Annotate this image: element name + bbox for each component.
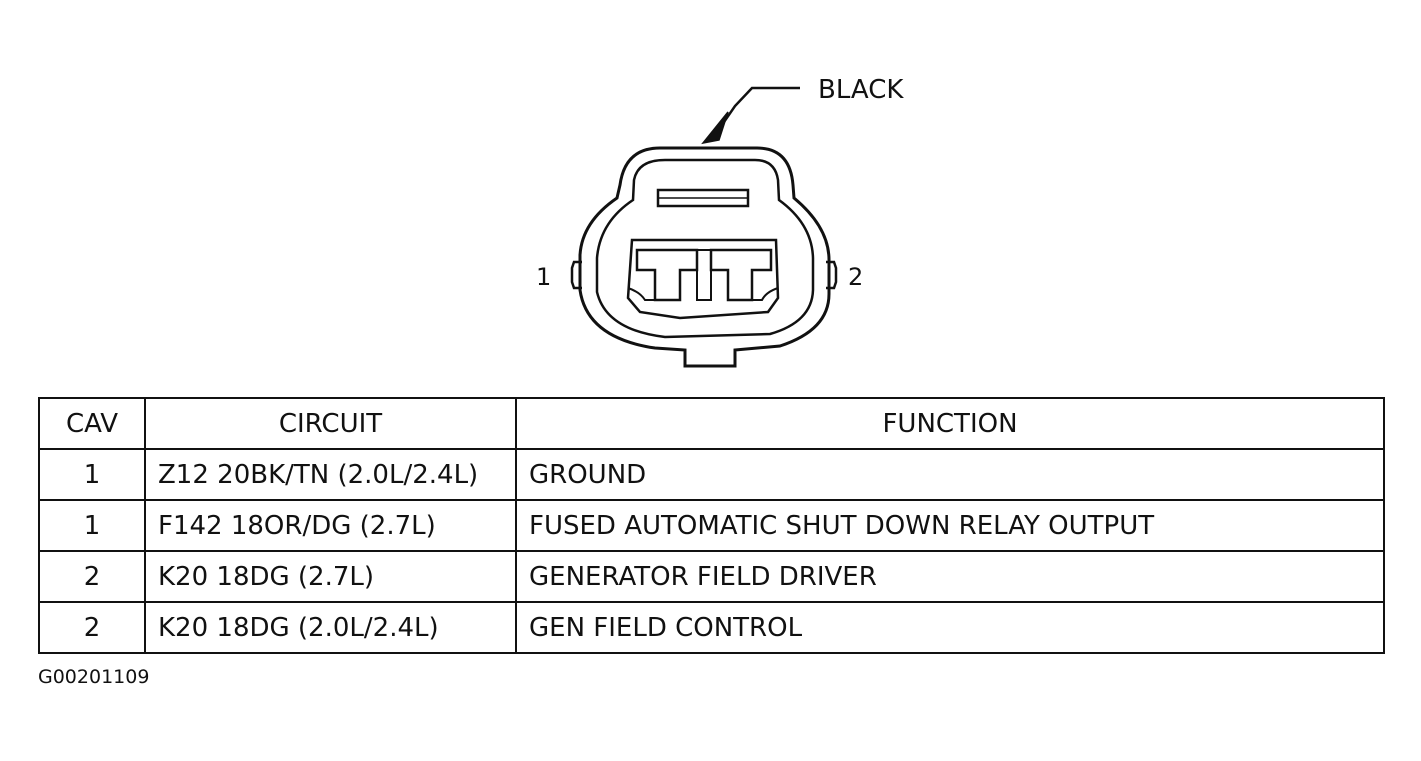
- cell-circuit: K20 18DG (2.7L): [144, 550, 517, 603]
- table-row: 1 Z12 20BK/TN (2.0L/2.4L) GROUND: [38, 448, 1385, 501]
- pin-table: CAV CIRCUIT FUNCTION 1 Z12 20BK/TN (2.0L…: [38, 397, 1385, 654]
- figure-id: G00201109: [38, 666, 150, 688]
- cell-cav: 1: [38, 448, 146, 501]
- terminal-cavity-outline: [626, 238, 780, 320]
- pin-label-1: 1: [536, 263, 551, 291]
- cell-cav: 2: [38, 550, 146, 603]
- table-row: 2 K20 18DG (2.7L) GENERATOR FIELD DRIVER: [38, 550, 1385, 603]
- connector-diagram: BLACK 1 2: [536, 75, 904, 368]
- color-callout-line: [711, 86, 800, 139]
- header-function: FUNCTION: [515, 397, 1385, 450]
- cell-cav: 1: [38, 499, 146, 552]
- table-header-row: CAV CIRCUIT FUNCTION: [38, 397, 1385, 450]
- connector-left-key: [570, 260, 582, 290]
- connector-outer-shell: [578, 146, 831, 368]
- table-row: 2 K20 18DG (2.0L/2.4L) GEN FIELD CONTROL: [38, 601, 1385, 654]
- cell-cav: 2: [38, 601, 146, 654]
- cell-function: GEN FIELD CONTROL: [515, 601, 1385, 654]
- pin-label-2: 2: [848, 263, 863, 291]
- terminal-2: [709, 248, 773, 302]
- connector-right-key: [826, 260, 838, 290]
- header-circuit: CIRCUIT: [144, 397, 517, 450]
- cell-circuit: Z12 20BK/TN (2.0L/2.4L): [144, 448, 517, 501]
- cell-function: GROUND: [515, 448, 1385, 501]
- cell-circuit: K20 18DG (2.0L/2.4L): [144, 601, 517, 654]
- connector-inner-shell: [595, 158, 815, 339]
- center-post: [696, 249, 712, 301]
- cell-function: FUSED AUTOMATIC SHUT DOWN RELAY OUTPUT: [515, 499, 1385, 552]
- connector-color-label: BLACK: [818, 75, 904, 105]
- header-cav: CAV: [38, 397, 146, 450]
- cell-circuit: F142 18OR/DG (2.7L): [144, 499, 517, 552]
- color-callout-arrow: [701, 111, 729, 145]
- cell-function: GENERATOR FIELD DRIVER: [515, 550, 1385, 603]
- table-row: 1 F142 18OR/DG (2.7L) FUSED AUTOMATIC SH…: [38, 499, 1385, 552]
- terminal-1: [635, 248, 699, 302]
